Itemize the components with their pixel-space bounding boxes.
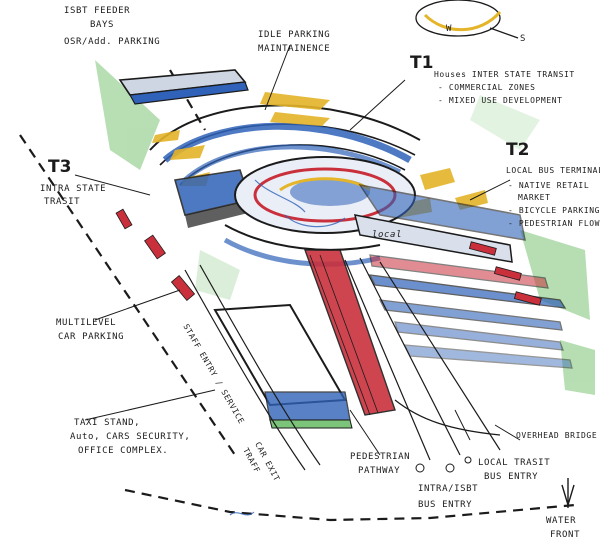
local-trasit-label: LOCAL TRASIT (478, 458, 551, 468)
intra-isbt-label: INTRA/ISBT (418, 484, 479, 494)
t1-item-3: - MIXED USE DEVELOPMENT (438, 96, 563, 105)
parking-markers (115, 208, 542, 306)
t2-item-2: - NATIVE RETAIL (508, 181, 590, 190)
multilevel-label: MULTILEVEL (56, 318, 117, 328)
pedestrian-label: PEDESTRIAN (350, 452, 411, 462)
north-indicator (415, 0, 519, 39)
entry-markers (415, 456, 472, 473)
office-complex-label: OFFICE COMPLEX. (78, 446, 169, 456)
road-lines (184, 257, 501, 471)
green-landscape (95, 60, 595, 395)
terminal-t1 (149, 104, 421, 186)
t1-tag: T1 (410, 53, 434, 73)
isbt-feeder-bays: BAYS (90, 20, 115, 30)
idle-parking-block (118, 69, 249, 105)
car-parking-label: CAR PARKING (58, 332, 125, 342)
t3-item-2: TRASIT (44, 197, 81, 207)
local-label: local (372, 230, 403, 240)
t1-item-1: Houses INTER STATE TRANSIT (434, 70, 575, 79)
t3-item-1: INTRA STATE (40, 184, 107, 194)
taxi-stand-label: TAXI STAND, (74, 418, 141, 428)
local-bus-entry-label: BUS ENTRY (484, 472, 539, 482)
t2-item-4: - BICYCLE PARKING (508, 206, 600, 215)
leader-lines (74, 44, 521, 456)
t2-item-5: - PEDESTRIAN FLOW (508, 219, 600, 228)
layered-decks (368, 254, 573, 369)
idle-parking-label: IDLE PARKING (258, 30, 331, 40)
t3-tag: T3 (48, 157, 72, 177)
water-label: WATER (546, 516, 577, 526)
north-s-letter: S (520, 34, 527, 44)
maintenance-label: MAINTAINENCE (258, 44, 331, 54)
t2-item-3: MARKET (518, 193, 551, 202)
site-boundary (19, 69, 576, 522)
taxi-auto-label: Auto, CARS SECURITY, (70, 432, 191, 442)
central-hub (234, 156, 416, 234)
isbt-feeder-label: ISBT FEEDER (64, 6, 131, 16)
front-label: FRONT (550, 530, 581, 540)
t2-item-1: LOCAL BUS TERMINAL (506, 166, 600, 175)
t2-tag: T2 (506, 140, 530, 160)
isbt-feeder-parking: OSR/Add. PARKING (64, 37, 161, 47)
north-w-letter: W (446, 24, 453, 34)
t1-item-2: - COMMERCIAL ZONES (438, 83, 536, 92)
overhead-bridge-label: OVERHEAD BRIDGE (516, 431, 598, 440)
bus-entry-label: BUS ENTRY (418, 500, 473, 510)
pedestrian-spine (304, 249, 396, 416)
car-parking-block (213, 303, 353, 429)
water-front-mark (561, 478, 575, 508)
pathway-label: PATHWAY (358, 466, 401, 476)
blue-scribbles (229, 179, 346, 516)
